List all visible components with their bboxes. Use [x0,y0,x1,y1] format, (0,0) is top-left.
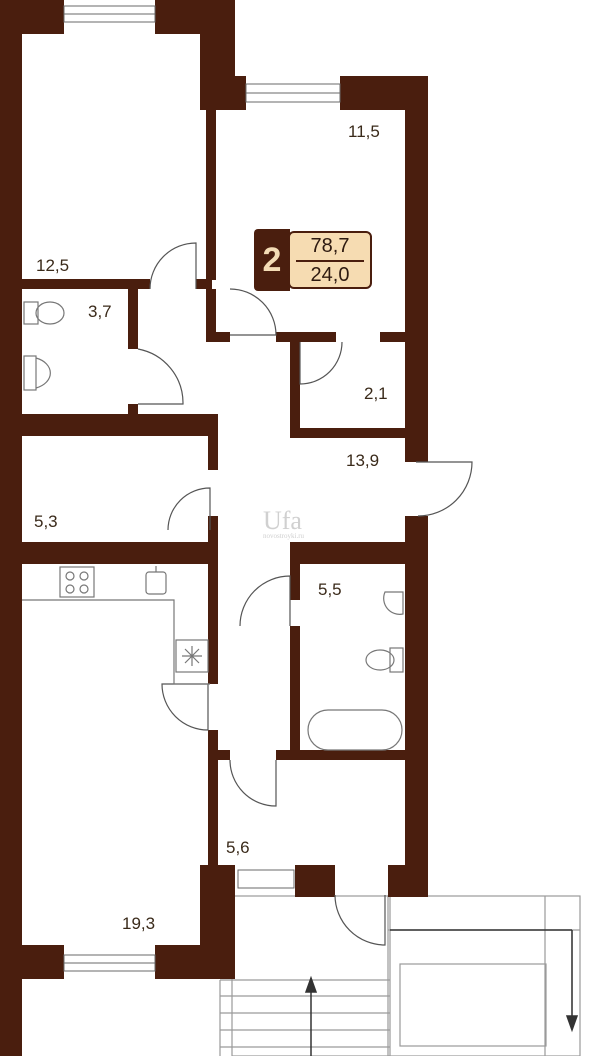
area-label-entry: 5,6 [226,838,250,857]
rooms-count: 2 [254,229,290,291]
area-label-kitchen-living: 19,3 [122,914,156,933]
area-label-bathroom-small: 3,7 [88,302,112,321]
area-divider [296,260,364,262]
area-label-closet: 2,1 [364,384,388,403]
stairwell [219,895,581,1056]
walls [0,0,428,1056]
windows [63,5,341,972]
area-label-hall: 13,9 [346,451,380,470]
area-box: 78,7 24,0 [288,231,372,289]
watermark: Ufa novostroyki.ru [263,506,304,540]
stair-arrows [304,929,579,1056]
apartment-badge: 2 78,7 24,0 [254,229,372,291]
watermark-sub: novostroyki.ru [263,532,305,540]
area-label-storage: 5,3 [34,512,58,531]
watermark-main: Ufa [263,506,302,535]
area-label-bathroom: 5,5 [318,580,342,599]
total-area: 78,7 [310,235,350,257]
doors [137,242,473,946]
area-label-bedroom-right: 11,5 [348,122,380,141]
fixtures [22,301,404,751]
living-area: 24,0 [310,264,350,286]
area-label-bedroom-top: 12,5 [36,256,70,275]
